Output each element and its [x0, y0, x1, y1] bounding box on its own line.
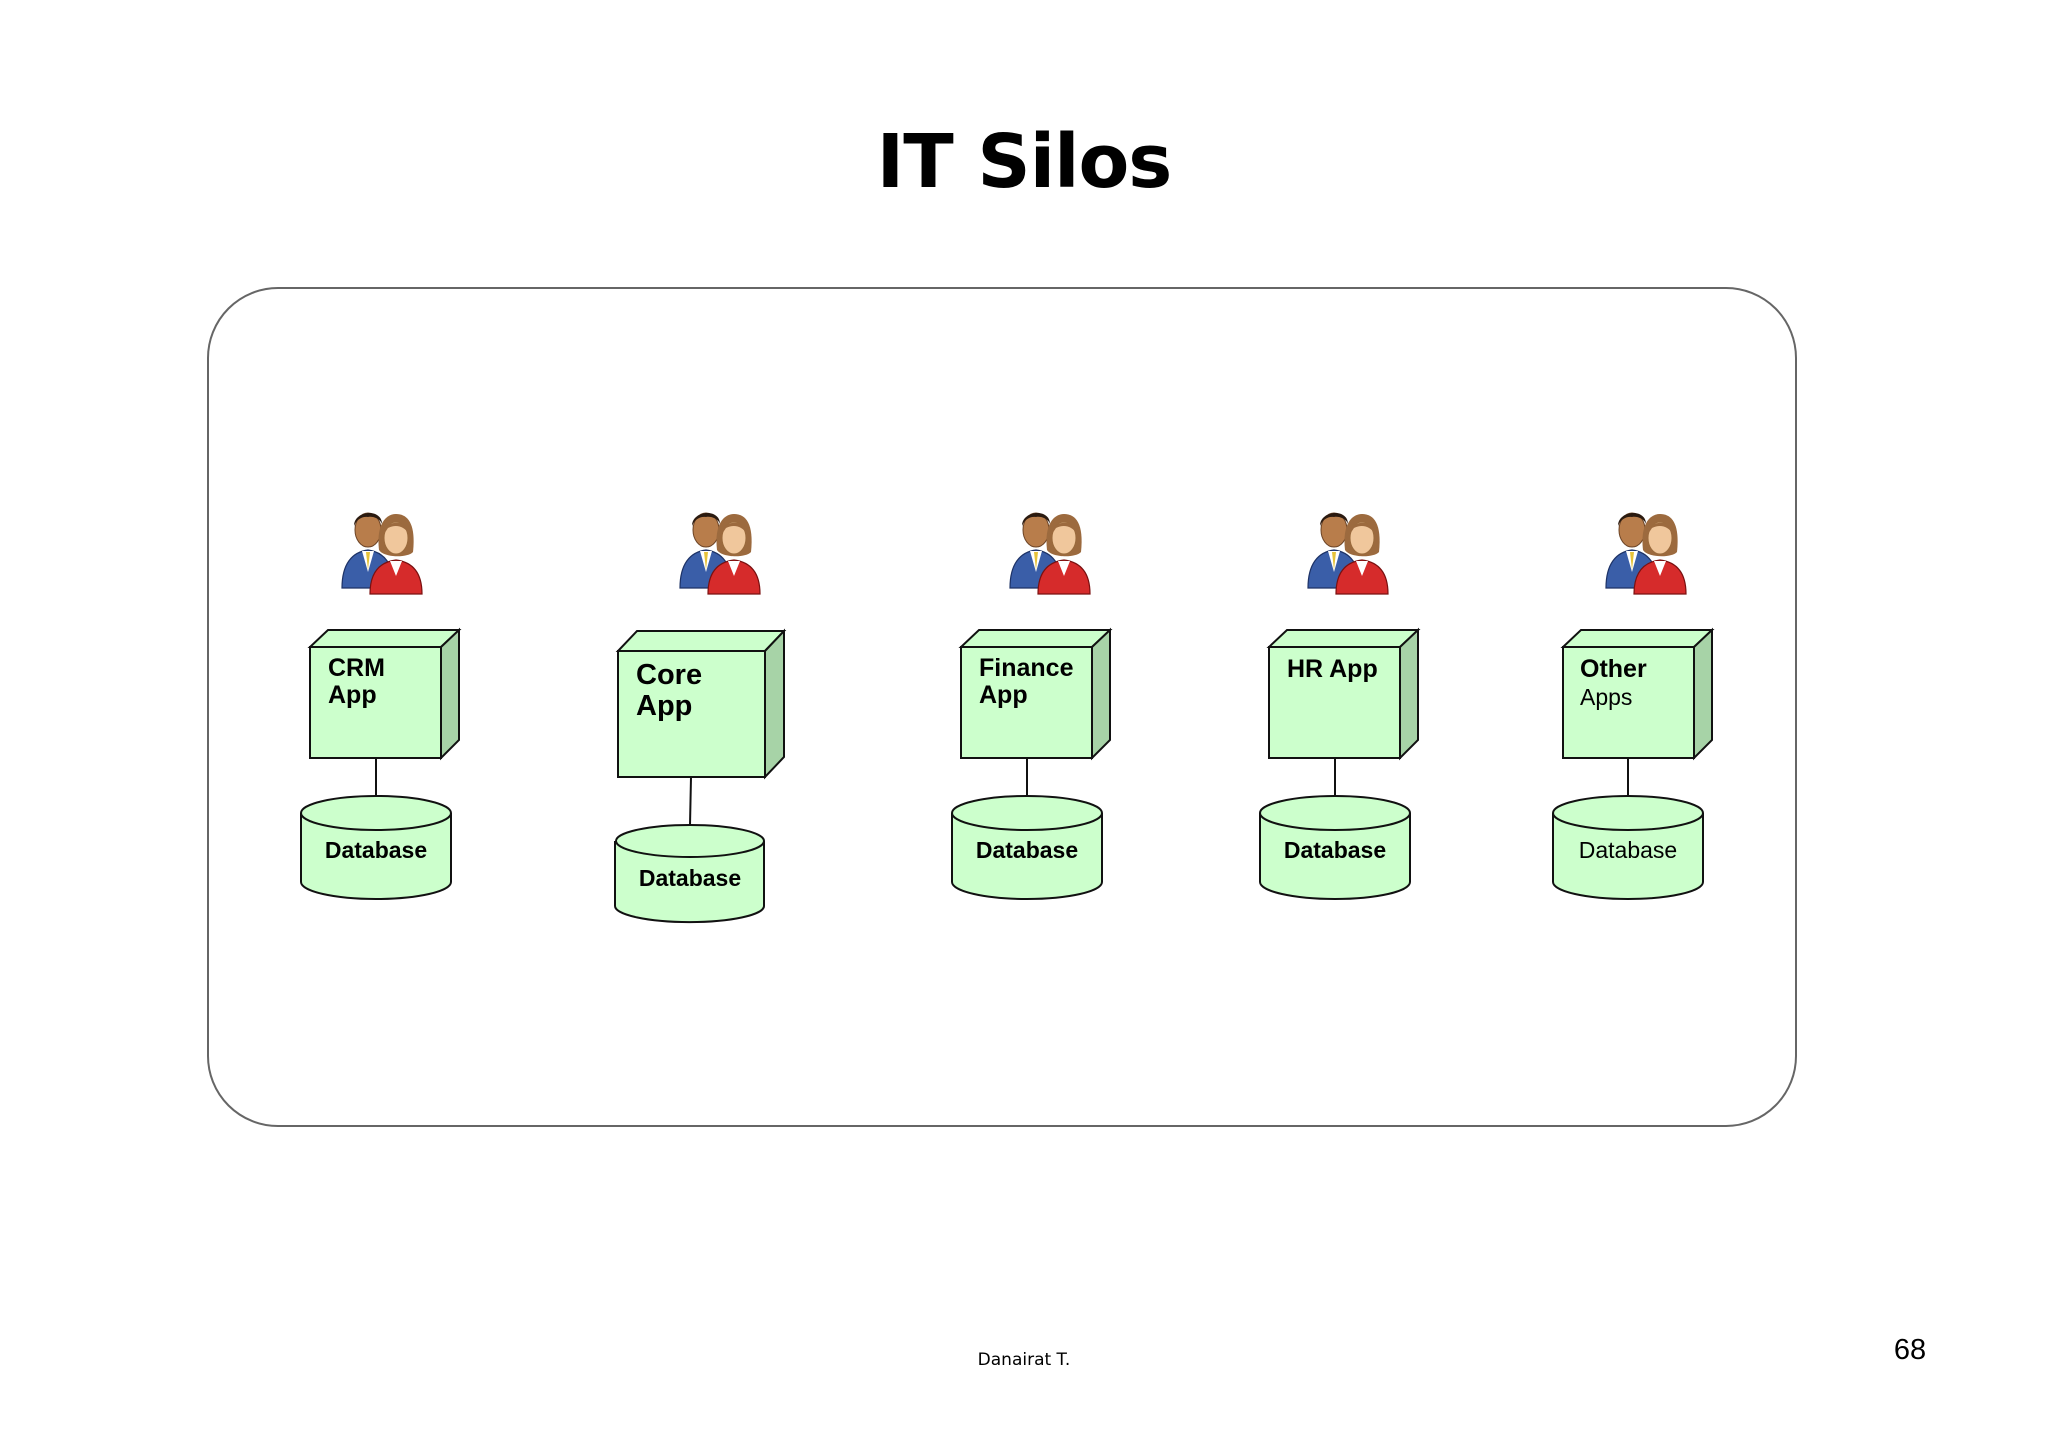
slide-title: IT Silos [876, 119, 1173, 205]
app-label-line2: Apps [1580, 684, 1632, 710]
app-label-line1: Other [1580, 655, 1647, 683]
database-label: Database [976, 837, 1078, 863]
database-other: Database [1552, 795, 1704, 900]
app-label-line2: App [636, 690, 692, 722]
database-label: Database [1284, 837, 1386, 863]
silo-core: Core App Database [614, 512, 787, 924]
database-hr: Database [1259, 795, 1411, 900]
database-label: Database [325, 837, 427, 863]
app-label-line2: App [979, 681, 1028, 709]
app-box-core: Core App [615, 628, 787, 780]
silo-finance: Finance App Database [951, 512, 1113, 900]
database-finance: Database [951, 795, 1103, 900]
app-label-line1: CRM [328, 654, 385, 682]
app-box-other: Other Apps [1560, 627, 1715, 761]
database-label: Database [1579, 837, 1677, 863]
app-box-hr: HR App [1266, 627, 1421, 761]
database-label: Database [639, 865, 741, 891]
footer-author: Danairat T. [977, 1350, 1071, 1370]
app-label-line2: App [328, 681, 377, 709]
app-label-line1: Core [636, 659, 702, 691]
database-core: Database [614, 824, 765, 924]
database-crm: Database [300, 795, 452, 900]
connector-line [689, 776, 692, 826]
silo-other: Other Apps Database [1552, 512, 1715, 900]
silo-hr: HR App Database [1259, 512, 1421, 900]
app-box-finance: Finance App [958, 627, 1113, 761]
app-label-line1: HR App [1287, 655, 1378, 683]
page-number: 68 [1893, 1334, 1927, 1366]
silo-crm: CRM App Database [300, 512, 462, 900]
app-label-line1: Finance [979, 654, 1074, 682]
app-box-crm: CRM App [307, 627, 462, 761]
